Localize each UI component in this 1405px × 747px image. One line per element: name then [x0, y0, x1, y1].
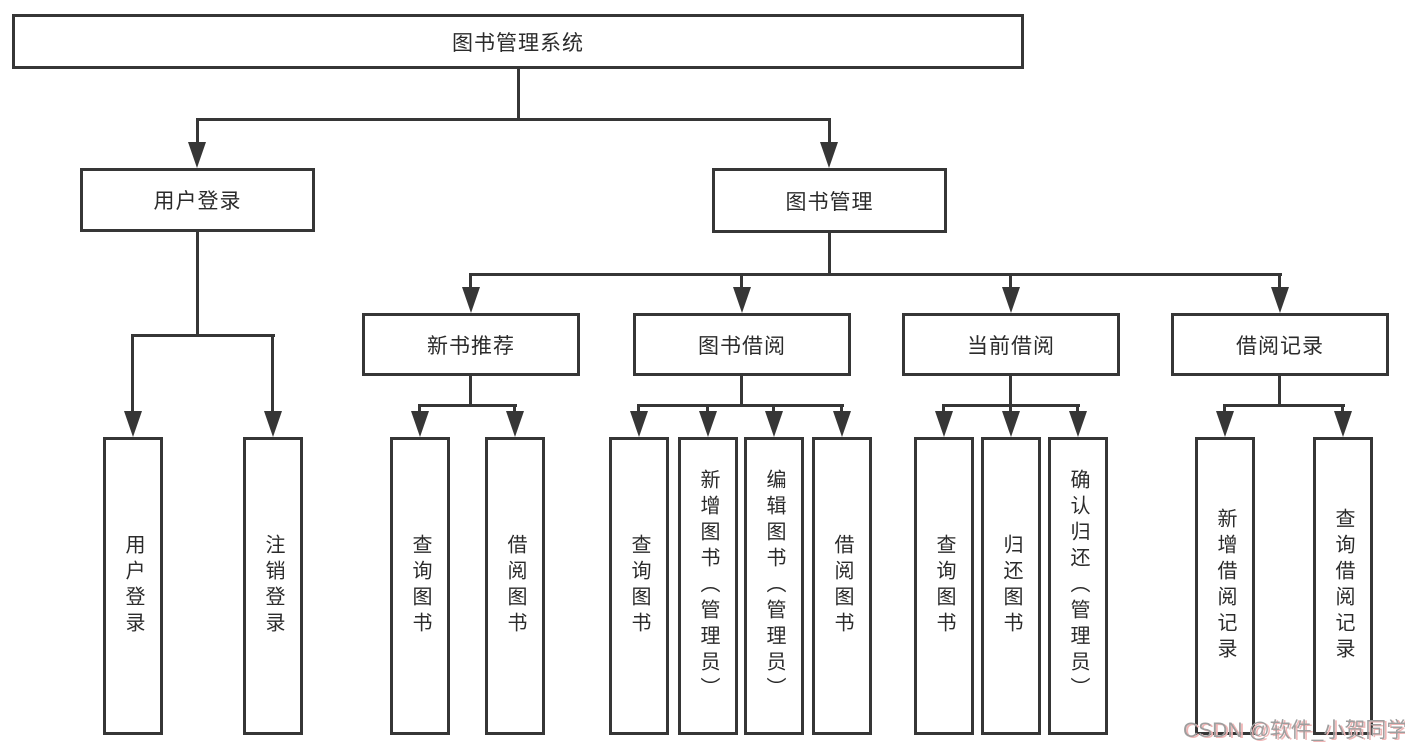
connector-stub — [772, 404, 775, 414]
connector-bookmgmt-vertical — [828, 233, 831, 273]
arrow-down-icon — [188, 142, 206, 168]
arrow-down-icon — [733, 287, 751, 313]
connector-stub — [840, 404, 843, 414]
connector-stub — [1341, 404, 1344, 414]
node-label: 新书推荐 — [427, 334, 515, 358]
connector-stub — [1009, 273, 1012, 290]
node-label: 用户登录 — [153, 190, 242, 213]
connector-stub — [469, 273, 472, 290]
node-user-login-group: 用户登录 — [80, 168, 315, 232]
connector-stub — [196, 118, 199, 145]
arrow-down-icon — [820, 142, 838, 168]
leaf-label: 新增图书（管理员） — [697, 469, 719, 703]
node-label: 借阅记录 — [1236, 334, 1324, 358]
connector-stub — [706, 404, 709, 414]
connector-stub — [1223, 404, 1226, 414]
node-book-management: 图书管理 — [712, 168, 947, 233]
arrow-down-icon — [1069, 411, 1087, 437]
arrow-down-icon — [264, 411, 282, 437]
leaf-label: 借阅图书 — [831, 534, 853, 638]
connector-stub — [740, 273, 743, 290]
connector-group-horizontal — [1223, 404, 1345, 407]
leaf-current-confirm-return-admin: 确认归还（管理员） — [1048, 437, 1108, 735]
node-label: 图书管理 — [785, 190, 874, 214]
connector-stub — [942, 404, 945, 414]
connector-stub — [1278, 273, 1281, 290]
node-current-borrowing: 当前借阅 — [902, 313, 1120, 376]
node-label: 图书管理系统 — [452, 31, 584, 55]
leaf-borrowing-borrow-books: 借阅图书 — [812, 437, 872, 735]
connector-stub — [418, 404, 421, 414]
leaf-records-query-record: 查询借阅记录 — [1313, 437, 1373, 735]
leaf-label: 注销登录 — [262, 534, 284, 638]
arrow-down-icon — [630, 411, 648, 437]
leaf-borrowing-edit-books-admin: 编辑图书（管理员） — [744, 437, 804, 735]
arrow-down-icon — [833, 411, 851, 437]
leaf-label: 新增借阅记录 — [1214, 508, 1236, 664]
node-library-management-system: 图书管理系统 — [12, 14, 1024, 69]
connector-group-horizontal — [637, 404, 844, 407]
connector-stub — [637, 404, 640, 414]
leaf-current-query-books: 查询图书 — [914, 437, 974, 735]
leaf-borrowing-query-books: 查询图书 — [609, 437, 669, 735]
connector-userlogin-horizontal — [131, 334, 275, 337]
leaf-label: 查询图书 — [933, 534, 955, 638]
connector-level2-horizontal — [196, 118, 831, 121]
leaf-newbook-borrow-books: 借阅图书 — [485, 437, 545, 735]
connector-stub — [513, 404, 516, 414]
arrow-down-icon — [1334, 411, 1352, 437]
leaf-label: 查询借阅记录 — [1332, 508, 1354, 664]
connector-userlogin-vertical — [196, 232, 199, 334]
leaf-current-return-books: 归还图书 — [981, 437, 1041, 735]
leaf-newbook-query-books: 查询图书 — [390, 437, 450, 735]
leaf-label: 查询图书 — [628, 534, 650, 638]
connector-group-vertical — [740, 376, 743, 405]
leaf-label: 用户登录 — [122, 534, 144, 638]
leaf-label: 查询图书 — [409, 534, 431, 638]
node-new-book-recommendation: 新书推荐 — [362, 313, 580, 376]
arrow-down-icon — [462, 287, 480, 313]
leaf-label: 编辑图书（管理员） — [763, 469, 785, 703]
connector-group-vertical — [469, 376, 472, 405]
connector-level3-horizontal — [469, 273, 1282, 276]
connector-group-vertical — [1009, 376, 1012, 405]
connector-group-vertical — [1278, 376, 1281, 405]
leaf-logout: 注销登录 — [243, 437, 303, 735]
arrow-down-icon — [699, 411, 717, 437]
node-borrowing-records: 借阅记录 — [1171, 313, 1389, 376]
arrow-down-icon — [411, 411, 429, 437]
node-label: 当前借阅 — [967, 334, 1055, 358]
leaf-records-add-record: 新增借阅记录 — [1195, 437, 1255, 735]
arrow-down-icon — [1002, 411, 1020, 437]
connector-stub — [1076, 404, 1079, 414]
node-book-borrowing: 图书借阅 — [633, 313, 851, 376]
leaf-user-login: 用户登录 — [103, 437, 163, 735]
leaf-label: 确认归还（管理员） — [1067, 469, 1089, 703]
arrow-down-icon — [935, 411, 953, 437]
connector-stub — [271, 334, 274, 414]
arrow-down-icon — [1271, 287, 1289, 313]
connector-stub — [131, 334, 134, 414]
leaf-label: 借阅图书 — [504, 534, 526, 638]
leaf-borrowing-add-books-admin: 新增图书（管理员） — [678, 437, 738, 735]
connector-group-horizontal — [418, 404, 517, 407]
csdn-watermark: CSDN @软件_小贺同学 — [1183, 719, 1405, 742]
arrow-down-icon — [1216, 411, 1234, 437]
connector-stub — [828, 118, 831, 145]
connector-root-vertical — [517, 69, 520, 118]
arrow-down-icon — [765, 411, 783, 437]
arrow-down-icon — [506, 411, 524, 437]
node-label: 图书借阅 — [698, 334, 786, 358]
arrow-down-icon — [124, 411, 142, 437]
leaf-label: 归还图书 — [1000, 534, 1022, 638]
connector-stub — [1009, 404, 1012, 414]
arrow-down-icon — [1002, 287, 1020, 313]
